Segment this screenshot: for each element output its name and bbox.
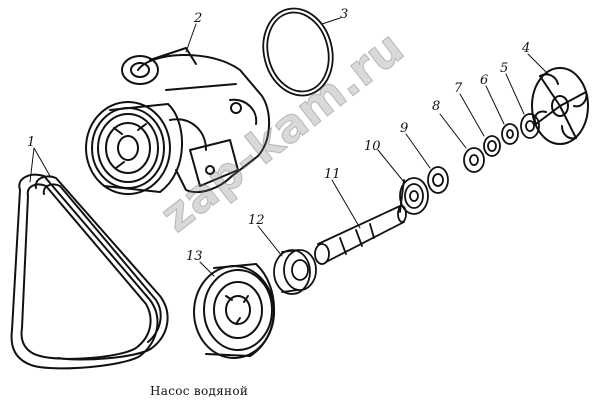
impeller [531, 67, 589, 145]
callout-10: 10 [364, 139, 381, 154]
callout-7: 7 [454, 81, 463, 96]
leader-line [199, 261, 215, 277]
callout-9: 9 [400, 121, 409, 136]
leader-line [331, 179, 361, 229]
nut [501, 123, 519, 145]
leader-line [405, 133, 431, 169]
v-belt-pair [10, 173, 169, 370]
callout-4: 4 [522, 41, 531, 56]
callout-5: 5 [500, 61, 509, 76]
callout-3: 3 [340, 7, 349, 22]
callout-2: 2 [194, 11, 203, 26]
spacer-ring [427, 166, 449, 194]
leader-line [321, 17, 341, 25]
callout-13: 13 [186, 249, 203, 264]
fan-pulley [193, 263, 275, 359]
leader-line [485, 85, 505, 125]
leader-line [29, 147, 51, 183]
leader-line [439, 113, 467, 149]
o-ring-gasket [262, 7, 334, 97]
leader-line [257, 225, 283, 257]
pump-shaft [314, 205, 407, 265]
callout-11: 11 [324, 167, 341, 182]
leader-line [377, 149, 405, 183]
callout-1: 1 [27, 135, 36, 150]
callout-12: 12 [248, 213, 265, 228]
ball-bearing-front [273, 249, 317, 295]
pump-housing [85, 47, 271, 195]
seal-ring [483, 135, 501, 157]
leader-line [505, 73, 525, 115]
callout-8: 8 [432, 99, 441, 114]
callout-6: 6 [480, 73, 489, 88]
leader-line [185, 23, 197, 53]
seal-holder [463, 147, 485, 173]
leader-line [527, 53, 549, 75]
washer [520, 113, 540, 139]
leader-line [459, 93, 485, 137]
figure-caption: Насос водяной [150, 384, 249, 398]
